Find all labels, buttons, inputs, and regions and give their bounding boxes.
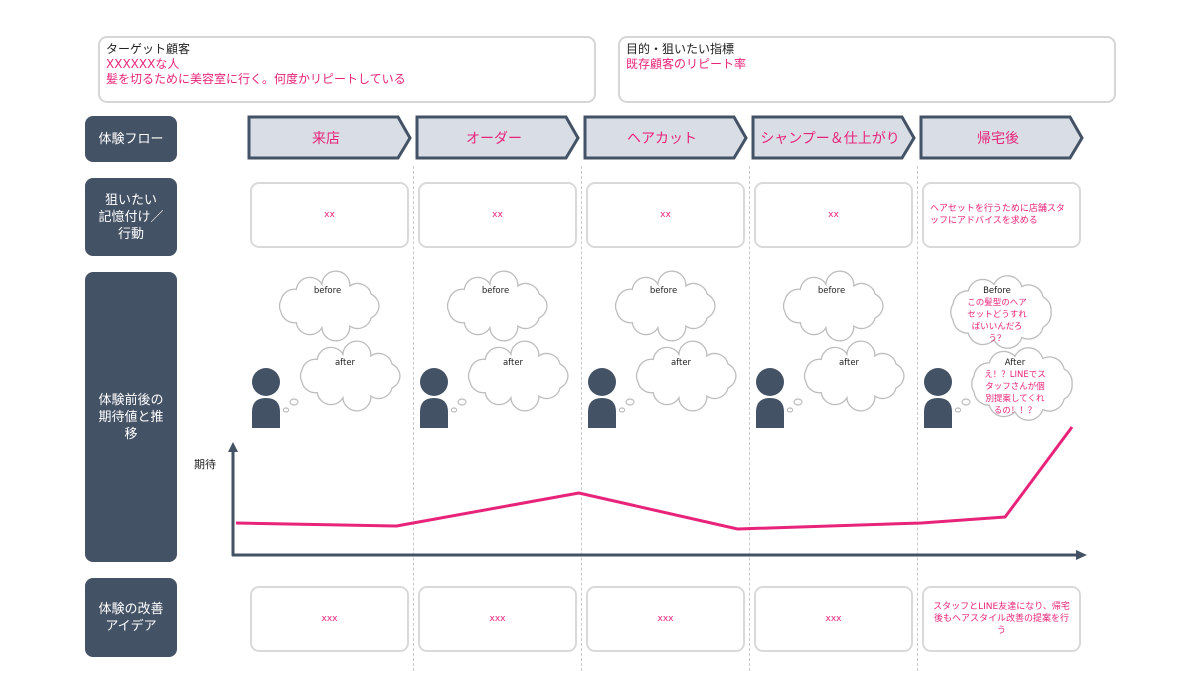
row-label-ideas-line: アイデア xyxy=(105,618,157,634)
flow-chevron-1 xyxy=(415,115,580,160)
idea-card: xxx xyxy=(250,586,409,652)
target-customer-title: ターゲット顧客 xyxy=(106,42,191,56)
after-thought-cloud-outline xyxy=(299,340,401,412)
after-thought-cloud-outline xyxy=(635,340,737,412)
row-label-memory-line: 狙いたい xyxy=(104,192,157,208)
thought-trail-bubble xyxy=(457,398,467,406)
target-customer-line1: XXXXXXな人 xyxy=(106,57,180,71)
person-icon-head xyxy=(252,368,280,396)
thought-trail-bubble xyxy=(618,407,626,413)
before-thought-cloud-outline xyxy=(782,270,884,342)
row-label-expectation-line: 期待値と推 xyxy=(98,409,164,425)
thought-trail-bubble xyxy=(961,398,971,406)
row-label-memory: 狙いたい 記憶付け／ 行動 xyxy=(85,178,177,256)
person-icon-body xyxy=(588,398,616,428)
memory-card: xx xyxy=(250,182,409,248)
thought-trail-bubble xyxy=(786,407,794,413)
row-label-expectation-line: 体験前後の xyxy=(98,392,164,408)
column-separator xyxy=(413,166,414,671)
before-thought-cloud xyxy=(446,270,548,342)
memory-card: xx xyxy=(418,182,577,248)
after-thought-cloud xyxy=(635,340,737,412)
chart-x-axis-arrowhead xyxy=(1076,550,1087,560)
person-icon-head xyxy=(588,368,616,396)
person-icon-body xyxy=(252,398,280,428)
after-thought-cloud xyxy=(467,340,569,412)
thought-trail-bubble xyxy=(289,398,299,406)
after-thought-cloud-outline xyxy=(803,340,905,412)
idea-card: xxx xyxy=(586,586,745,652)
row-label-flow: 体験フロー xyxy=(85,116,177,162)
idea-card: スタッフとLINE友達になり、帰宅後もヘアスタイル改善の提案を行う xyxy=(922,586,1081,652)
person-icon-body xyxy=(420,398,448,428)
memory-card: ヘアセットを行うために店舗スタッフにアドバイスを求める xyxy=(922,182,1081,248)
target-customer-line2: 髪を切るために美容室に行く。何度かリピートしている xyxy=(106,72,406,86)
row-label-memory-line: 記憶付け／ xyxy=(98,209,164,225)
before-thought-cloud xyxy=(950,275,1052,349)
row-label-ideas-line: 体験の改善 xyxy=(98,601,164,617)
person-icon-body xyxy=(756,398,784,428)
person-icon-head xyxy=(756,368,784,396)
memory-card: xx xyxy=(586,182,745,248)
before-thought-cloud xyxy=(278,270,380,342)
column-separator xyxy=(581,166,582,671)
row-label-ideas: 体験の改善 アイデア xyxy=(85,578,177,657)
thought-trail-bubble xyxy=(954,407,962,413)
idea-card: xxx xyxy=(754,586,913,652)
column-separator xyxy=(917,166,918,671)
idea-card: xxx xyxy=(418,586,577,652)
target-customer-box: ターゲット顧客 XXXXXXな人 髪を切るために美容室に行く。何度かリピートして… xyxy=(98,36,596,103)
thought-trail-bubble xyxy=(625,398,635,406)
thought-trail-bubble xyxy=(793,398,803,406)
after-thought-cloud-outline xyxy=(971,347,1073,421)
flow-chevron-3 xyxy=(751,115,916,160)
before-thought-cloud-outline xyxy=(446,270,548,342)
goal-metric-box: 目的・狙いたい指標 既存顧客のリピート率 xyxy=(618,36,1116,103)
flow-chevron-2 xyxy=(583,115,748,160)
flow-chevron-4 xyxy=(919,115,1084,160)
before-thought-cloud-outline xyxy=(614,270,716,342)
column-separator xyxy=(749,166,750,671)
person-icon-head xyxy=(420,368,448,396)
goal-metric-title: 目的・狙いたい指標 xyxy=(626,42,735,56)
row-label-expectation-line: 移 xyxy=(124,426,138,442)
row-label-memory-line: 行動 xyxy=(117,226,144,242)
row-label-expectation: 体験前後の 期待値と推 移 xyxy=(85,272,177,562)
memory-card: xx xyxy=(754,182,913,248)
thought-trail-bubble xyxy=(450,407,458,413)
flow-chevron-shapes xyxy=(247,115,1084,160)
after-thought-cloud-outline xyxy=(467,340,569,412)
before-thought-cloud xyxy=(614,270,716,342)
person-icon-body xyxy=(924,398,952,428)
flow-chevron-0 xyxy=(247,115,412,160)
row-label-flow-text: 体験フロー xyxy=(98,131,164,147)
thought-trail-bubble xyxy=(282,407,290,413)
chart-y-axis-arrowhead xyxy=(228,442,238,452)
chart-y-label: 期待 xyxy=(194,458,216,471)
before-thought-cloud xyxy=(782,270,884,342)
before-thought-cloud-outline xyxy=(950,275,1052,349)
after-thought-cloud xyxy=(971,347,1073,421)
person-icon-head xyxy=(924,368,952,396)
after-thought-cloud xyxy=(299,340,401,412)
chart-series-line xyxy=(235,426,1074,531)
before-thought-cloud-outline xyxy=(278,270,380,342)
after-thought-cloud xyxy=(803,340,905,412)
goal-metric-line1: 既存顧客のリピート率 xyxy=(626,57,747,71)
